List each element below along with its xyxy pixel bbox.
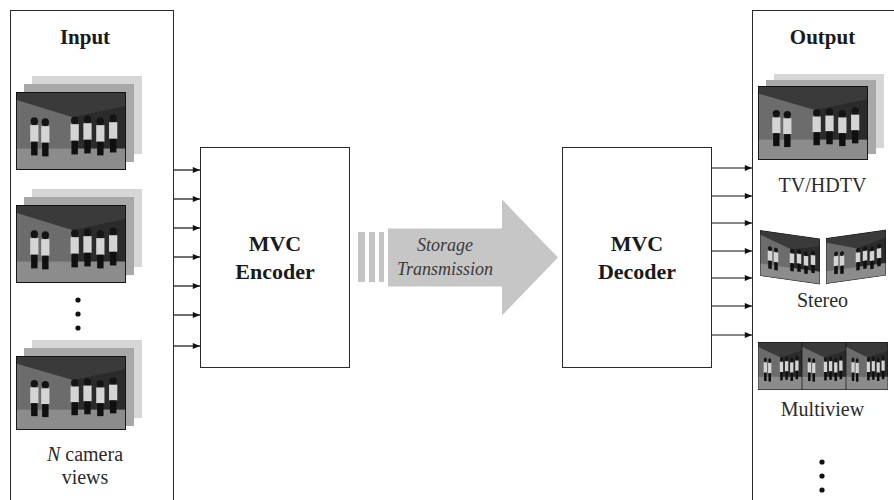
dot bbox=[75, 297, 80, 302]
view-stream-arrow bbox=[712, 334, 752, 335]
camera-view-stack bbox=[16, 189, 142, 283]
ellipsis-dots bbox=[819, 459, 824, 492]
dot bbox=[819, 487, 824, 492]
camera-photo bbox=[16, 356, 126, 430]
tv-photo bbox=[758, 86, 868, 160]
dot bbox=[819, 459, 824, 464]
decoder-box: MVC Decoder bbox=[562, 147, 712, 368]
view-stream-arrow bbox=[174, 314, 200, 315]
bar bbox=[379, 232, 384, 282]
transmission-arrow bbox=[388, 200, 558, 316]
ellipsis-dots bbox=[75, 297, 80, 330]
output-label: Multiview bbox=[753, 398, 892, 421]
dot bbox=[75, 311, 80, 316]
multiview-strip bbox=[758, 342, 888, 390]
bar bbox=[358, 232, 365, 282]
output-label: Stereo bbox=[753, 289, 892, 312]
panel-title: Output bbox=[753, 25, 892, 49]
camera-photo bbox=[16, 205, 126, 283]
view-stream-arrow bbox=[712, 167, 752, 168]
stereo-right-photo bbox=[826, 230, 886, 284]
bar bbox=[369, 232, 375, 282]
tv-view-stack bbox=[758, 74, 884, 160]
multiview-photo bbox=[758, 342, 802, 390]
dot bbox=[819, 473, 824, 478]
camera-photo bbox=[16, 92, 126, 170]
view-stream-arrow bbox=[174, 345, 200, 346]
view-stream-arrow bbox=[174, 285, 200, 286]
multiview-photo bbox=[802, 342, 846, 390]
view-stream-arrow bbox=[712, 195, 752, 196]
box-label: MVC Decoder bbox=[585, 230, 689, 285]
view-stream-arrow bbox=[174, 198, 200, 199]
stereo-left-photo bbox=[760, 230, 820, 284]
view-stream-arrow bbox=[712, 250, 752, 251]
encoder-box: MVC Encoder bbox=[200, 147, 350, 368]
multiview-photo bbox=[846, 342, 888, 390]
view-stream-arrow bbox=[712, 222, 752, 223]
stream-bars bbox=[358, 232, 384, 282]
view-stream-arrow bbox=[174, 169, 200, 170]
dot bbox=[75, 325, 80, 330]
panel-title: Input bbox=[11, 25, 159, 49]
box-label: MVC Encoder bbox=[223, 230, 327, 285]
camera-view-stack bbox=[16, 76, 142, 170]
edge-label: Storage Transmission bbox=[388, 234, 502, 281]
input-panel: Input N camera views bbox=[10, 10, 174, 500]
stereo-pair bbox=[760, 230, 886, 285]
output-panel: OutputTV/HDTV StereoMultiview bbox=[752, 10, 894, 500]
view-stream-arrow bbox=[174, 227, 200, 228]
camera-view-stack bbox=[16, 340, 142, 430]
view-stream-arrow bbox=[712, 277, 752, 278]
view-stream-arrow bbox=[712, 305, 752, 306]
output-label: TV/HDTV bbox=[753, 174, 892, 197]
panel-caption: N camera views bbox=[31, 443, 139, 489]
view-stream-arrow bbox=[174, 256, 200, 257]
